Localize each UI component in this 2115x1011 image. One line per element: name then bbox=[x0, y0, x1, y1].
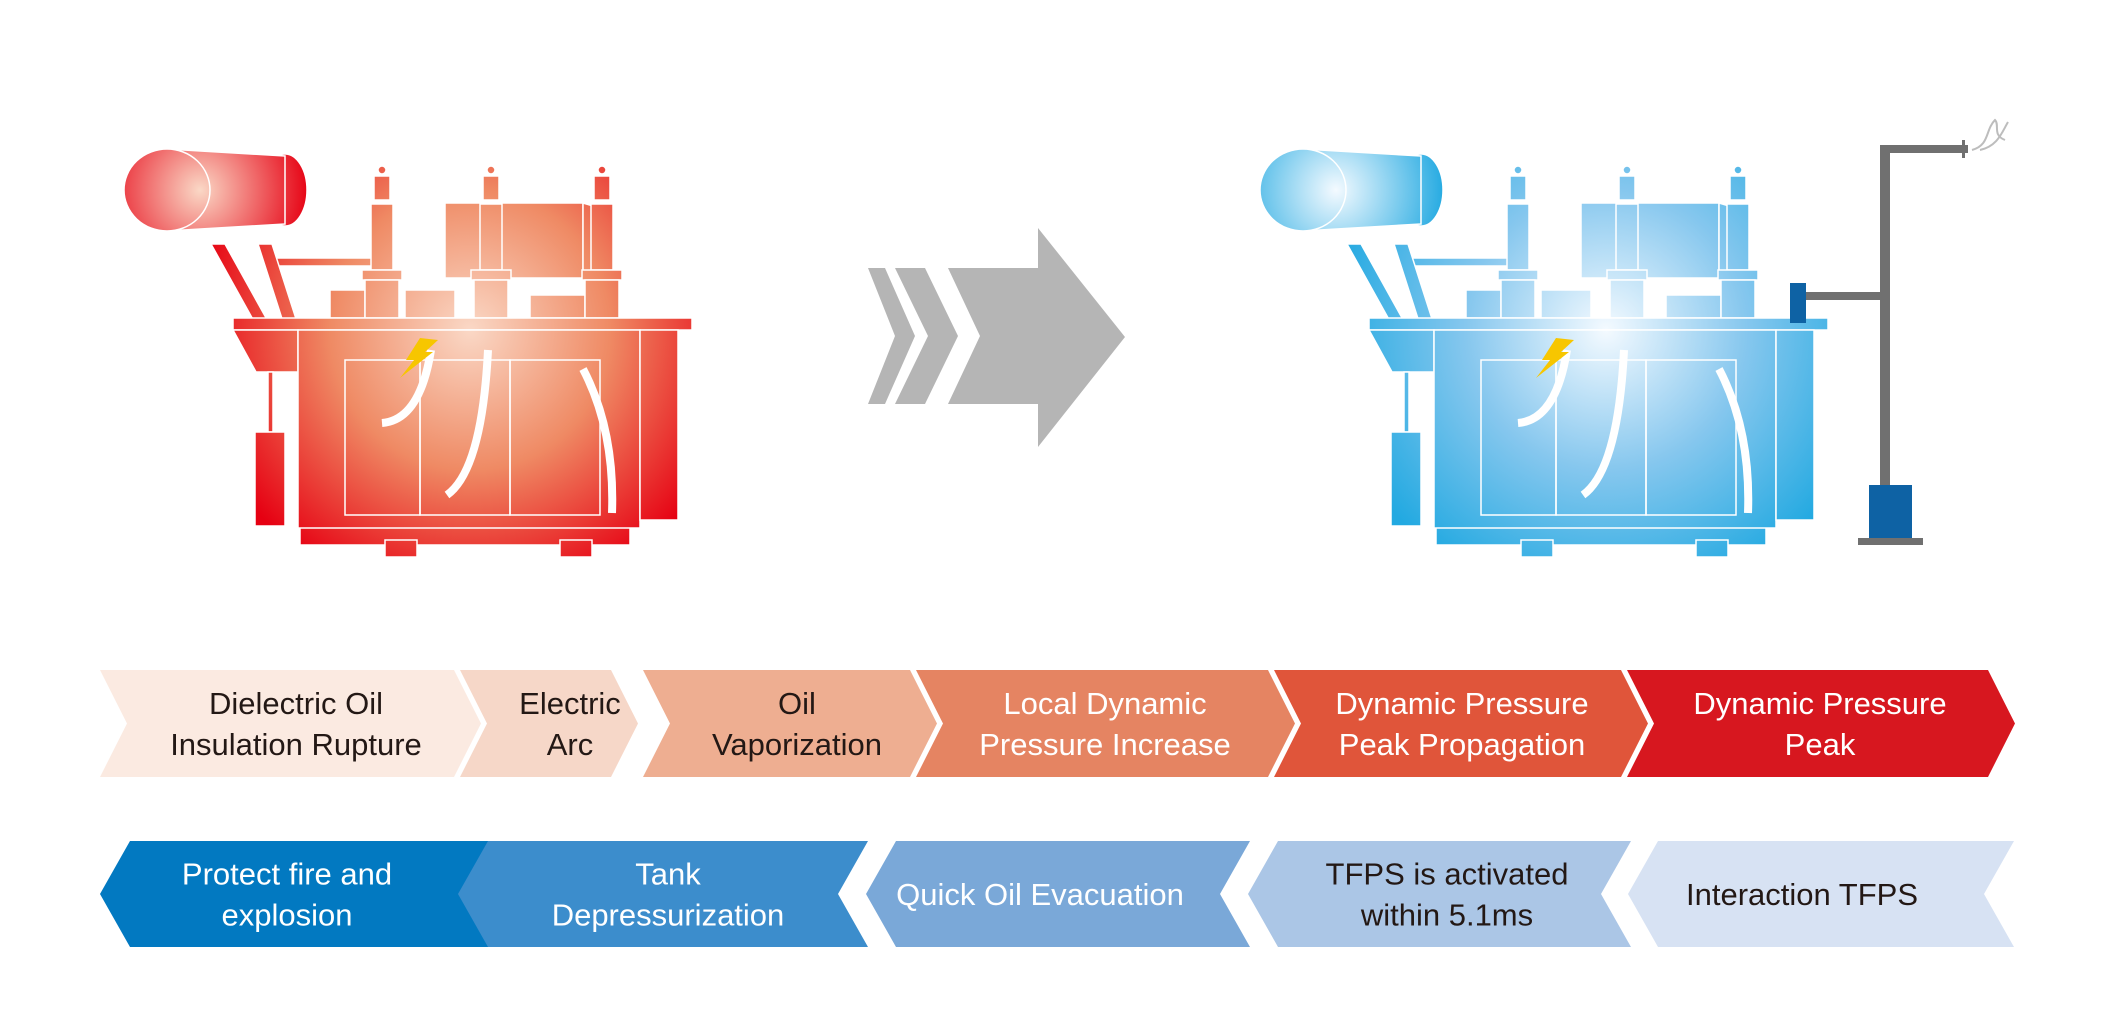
chevron-shape bbox=[458, 841, 868, 947]
electric-spark-icon bbox=[1536, 338, 1574, 378]
chevron-shape bbox=[100, 670, 481, 777]
chevron-shape bbox=[643, 670, 937, 777]
oil-tank-icon bbox=[1869, 485, 1912, 540]
step-label: Quick Oil Evacuation bbox=[896, 877, 1184, 912]
protection-step: Interaction TFPS bbox=[1628, 841, 2014, 947]
protection-step: Quick Oil Evacuation bbox=[866, 841, 1250, 947]
tfps-depressurization-set-icon bbox=[1790, 118, 2009, 545]
chevron-shape bbox=[866, 841, 1250, 947]
evacuation-pipe bbox=[1806, 292, 1886, 300]
step-label: Pressure Increase bbox=[979, 727, 1231, 762]
step-label: Vaporization bbox=[712, 727, 882, 762]
step-label: Insulation Rupture bbox=[170, 727, 422, 762]
step-label: Depressurization bbox=[552, 898, 785, 933]
step-label: Peak Propagation bbox=[1339, 727, 1585, 762]
chevron-shape bbox=[100, 841, 491, 947]
crack-lines bbox=[1517, 349, 1753, 514]
exhaust-pipe bbox=[1880, 145, 1968, 153]
protection-sequence: Protect fire and explosion TankDepressuriz… bbox=[100, 841, 2014, 947]
step-label: TFPS is activated bbox=[1326, 857, 1569, 892]
smoke-icon bbox=[1971, 118, 2009, 151]
step-label: Electric bbox=[519, 686, 621, 721]
step-label: Tank bbox=[635, 857, 701, 892]
transformer-protected-icon bbox=[1259, 148, 1829, 558]
step-label: Dynamic Pressure bbox=[1335, 686, 1588, 721]
protection-step: TFPS is activated within 5.1ms bbox=[1248, 841, 1631, 947]
chevron-shape bbox=[1628, 841, 2014, 947]
chevron-shape bbox=[1248, 841, 1631, 947]
transformer-failure-icon bbox=[123, 148, 693, 558]
step-label: Protect fire and bbox=[182, 857, 392, 892]
chevron-shape bbox=[916, 670, 1295, 777]
step-label: within 5.1ms bbox=[1360, 898, 1533, 933]
chevron-shape bbox=[1627, 670, 2015, 777]
step-label: Peak bbox=[1785, 727, 1856, 762]
crack-lines bbox=[381, 349, 617, 514]
exhaust-pipe-end bbox=[1962, 140, 1965, 158]
step-label: Dielectric Oil bbox=[209, 686, 383, 721]
tank-base bbox=[1858, 538, 1923, 545]
chevron-shape bbox=[460, 670, 638, 777]
tfps-valve-icon bbox=[1790, 283, 1806, 323]
protection-step: Protect fire and explosion bbox=[100, 841, 491, 947]
chevron-arrow-right-icon bbox=[868, 228, 1125, 447]
step-label: Local Dynamic bbox=[1003, 686, 1206, 721]
electric-spark-icon bbox=[400, 338, 438, 378]
step-label: Oil bbox=[778, 686, 816, 721]
step-label: Arc bbox=[547, 727, 594, 762]
step-label: explosion bbox=[222, 898, 353, 933]
pole bbox=[1880, 149, 1890, 541]
step-label: Dynamic Pressure bbox=[1693, 686, 1946, 721]
chevron-shape bbox=[1274, 670, 1648, 777]
step-label: Interaction TFPS bbox=[1686, 877, 1918, 912]
